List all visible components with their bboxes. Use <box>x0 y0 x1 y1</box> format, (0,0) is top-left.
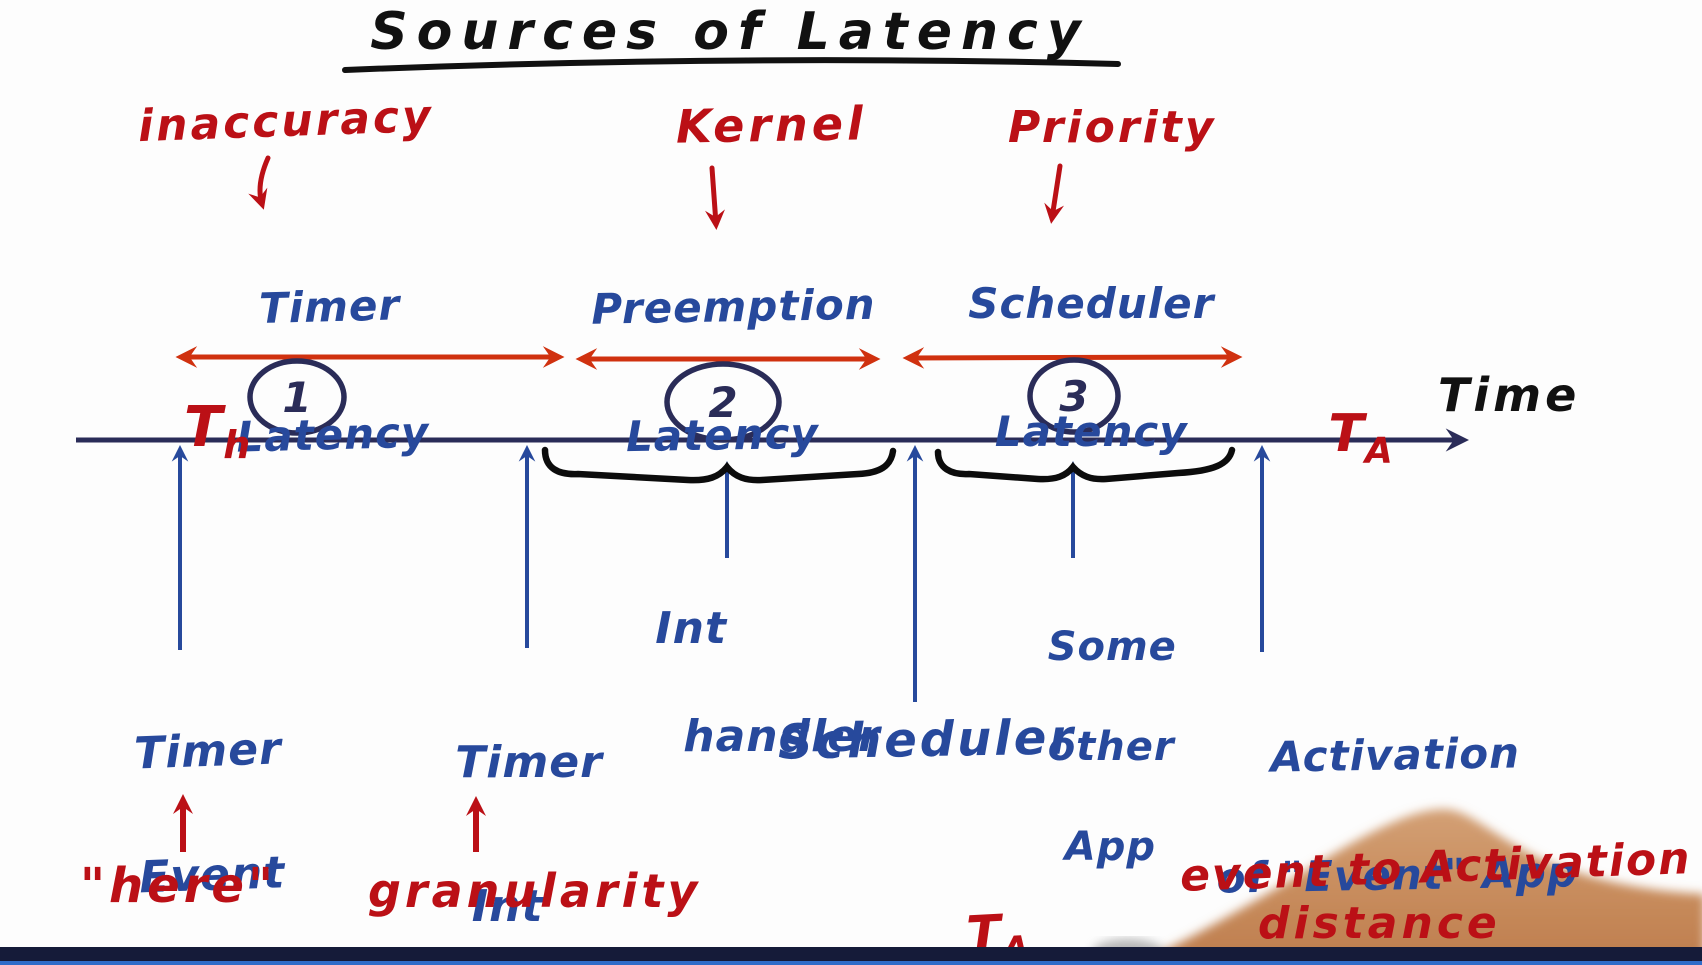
t-a-label: TA <box>1252 344 1394 531</box>
int-handler-line1: Int <box>655 603 728 654</box>
some-other-app-brace <box>934 446 1236 483</box>
t-h-label: Th <box>102 330 251 532</box>
timer-int-line1: Timer <box>455 737 603 788</box>
timer-int-line2: Int <box>471 881 544 932</box>
segment-1-number: 1 <box>282 373 311 422</box>
some-other-app-line1: Some <box>1047 624 1177 670</box>
title-underline <box>342 57 1121 73</box>
segment-3-number: 3 <box>1059 372 1088 421</box>
bottom-dark-bar <box>0 947 1702 961</box>
timer-event-label: Timer Event <box>50 656 306 965</box>
some-other-app-line2: other <box>1047 724 1175 770</box>
segment-2-label-line1: Preemption <box>590 279 877 334</box>
segment-3-circle <box>1027 357 1121 435</box>
some-other-app-label: Some other App <box>988 572 1176 922</box>
mountain-shape <box>1135 809 1702 965</box>
priority-arrow <box>1044 163 1065 224</box>
page-title: Sources of Latency <box>370 2 1090 62</box>
bottom-progress-line <box>0 961 1702 965</box>
inaccuracy-arrow <box>248 155 271 210</box>
segment-3-label: Scheduler Latency <box>900 208 1220 528</box>
formula-desc-line2: distance <box>1258 898 1501 949</box>
granularity-label: granularity <box>368 864 702 918</box>
int-handler-label: Int handler <box>590 548 881 818</box>
segment-3-label-line2: Latency <box>994 407 1188 456</box>
timer-int-label: Timer Int <box>390 655 601 965</box>
int-handler-line2: handler <box>683 711 881 762</box>
segment-1-label-line1: Timer <box>258 280 401 334</box>
kernel-arrow <box>705 165 725 230</box>
int-handler-brace <box>541 446 897 484</box>
t-a-base: T <box>1328 404 1365 464</box>
inaccuracy-label: inaccuracy <box>137 90 435 153</box>
segment-2-label: Preemption Latency <box>527 209 876 535</box>
timer-event-line1: Timer <box>133 723 283 780</box>
t-h-sub: h <box>223 423 252 468</box>
here-label: "here" <box>80 858 277 914</box>
t-h-base: T <box>183 395 224 460</box>
segment-2-number: 2 <box>708 378 737 427</box>
segment-2-label-line2: Latency <box>625 408 820 462</box>
activation-line1: Activation <box>1270 728 1521 782</box>
segment-1-label-line2: Latency <box>235 407 430 462</box>
priority-label: Priority <box>1008 102 1217 153</box>
t-a-sub: A <box>1364 430 1394 472</box>
segment-3-label-line1: Scheduler <box>968 279 1215 328</box>
some-other-app-line3: App <box>1064 824 1156 870</box>
kernel-label: Kernel <box>675 96 868 154</box>
time-axis-label: Time <box>1438 368 1581 422</box>
segment-1-circle <box>247 358 347 436</box>
